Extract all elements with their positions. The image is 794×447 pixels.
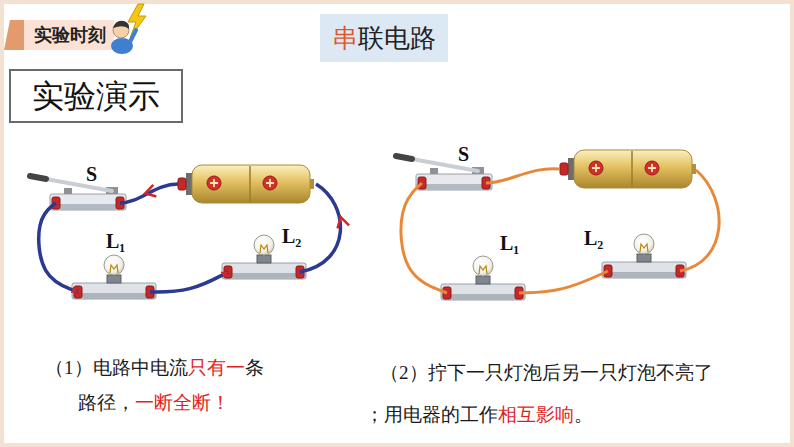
section-box [10,70,182,122]
badge-shape [4,20,114,50]
bulb-symbol [72,255,156,299]
battery-symbol [560,150,696,188]
component: L₁ [78,230,150,301]
badge-icon [113,21,129,29]
current-arrow [335,216,349,229]
switch-symbol [396,156,492,190]
component: S [56,163,120,212]
highlight-text: 一断全断！ [135,392,230,413]
caption-text: 条 [245,357,264,378]
caption-text: ；用电器的工作 [365,404,498,425]
bulb-symbol [441,256,525,300]
badge-icon [130,30,136,42]
badge-shape [24,20,114,50]
component-label: S [458,143,469,165]
component: L₂ [228,225,300,281]
caption-text: 。 [574,404,593,425]
switch-symbol [30,176,126,210]
badge-icon [128,4,146,38]
component-label: L₂ [282,225,301,247]
badge-label: 实验时刻 [28,22,112,48]
title: 串联电路 [332,21,436,56]
caption-text: 路径， [78,392,135,413]
title-box: 串联电路 [320,14,448,62]
wire [300,184,340,272]
component-label: L₂ [584,227,603,249]
highlight-text: 只有一 [188,357,245,378]
battery-symbol [178,165,314,203]
caption-text: （1）电路中电流 [45,357,188,378]
wire [486,169,560,183]
wire [680,170,719,271]
component: L₂ [608,225,680,280]
component: S [422,143,486,192]
caption-paragraph: （2）拧下一只灯泡后另一只灯泡不亮了 ；用电器的工作相互影响。 [365,352,785,436]
wire [401,183,447,293]
highlight-text: 相互影响 [498,404,574,425]
wire [150,272,228,292]
caption-paragraph: （1）电路中电流只有一条路径，一断全断！ [45,350,378,420]
component-label: L₁ [500,232,519,254]
bulb-symbol [602,234,686,278]
wire [120,184,178,203]
wire [39,203,78,292]
component-label: L₁ [106,230,125,252]
current-arrow [144,185,157,199]
component: L₁ [447,230,519,302]
caption-text: （2）拧下一只灯泡后另一只灯泡不亮了 [380,362,713,383]
wire [519,271,608,293]
badge-icon [111,4,146,54]
section-heading: 实验演示 [12,72,180,120]
component-label: S [86,163,97,185]
